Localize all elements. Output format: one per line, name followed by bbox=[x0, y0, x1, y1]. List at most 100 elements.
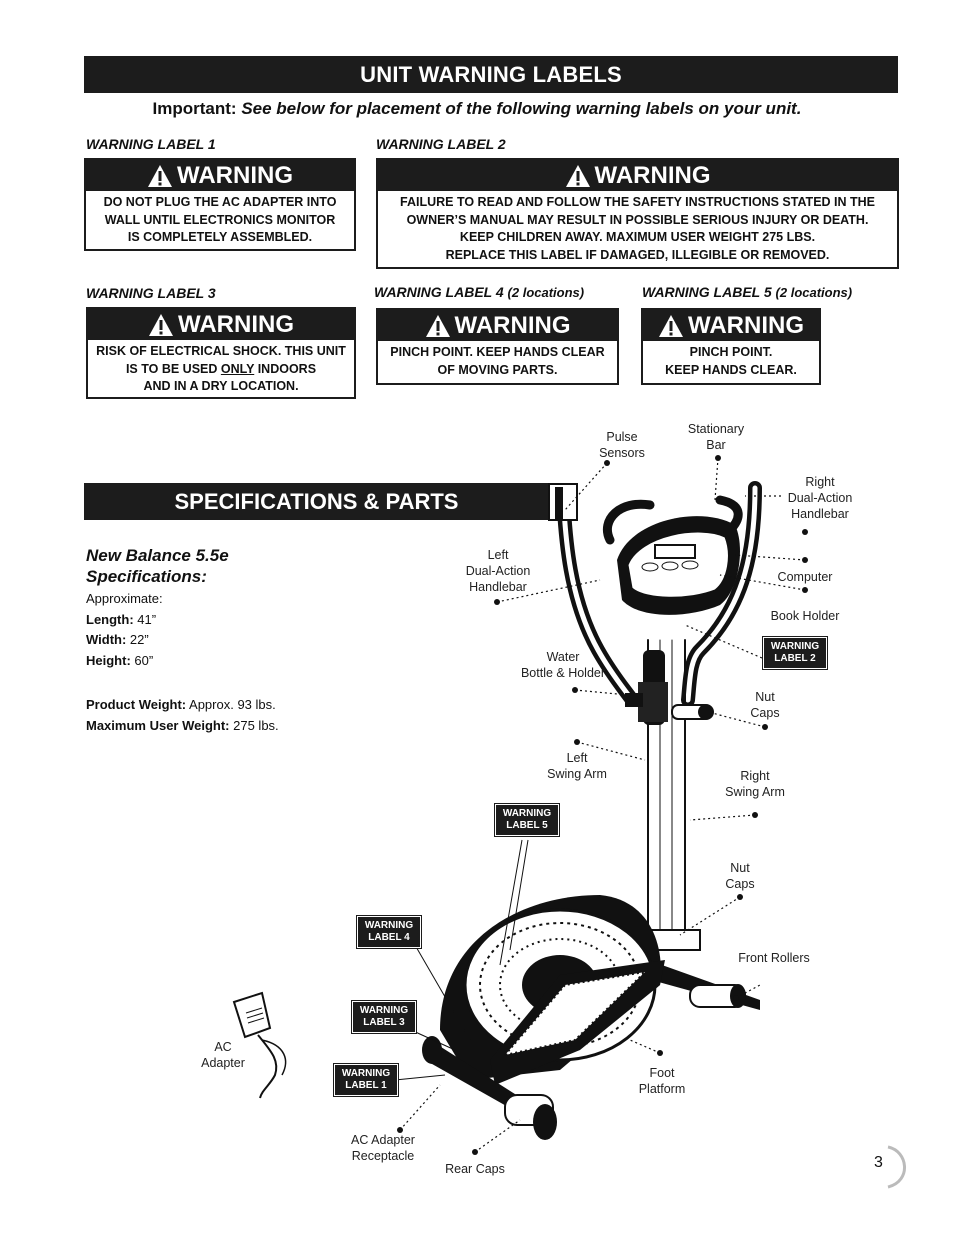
unit-warning-labels-header: UNIT WARNING LABELS bbox=[84, 56, 898, 93]
callout-line: Dual-Action bbox=[787, 491, 853, 505]
warning-text: DO NOT PLUG THE AC ADAPTER INTO WALL UNT… bbox=[86, 191, 354, 247]
tag-line: LABEL 5 bbox=[506, 820, 548, 831]
page-corner-arc bbox=[887, 1145, 906, 1189]
callout-line: Nut bbox=[755, 690, 775, 704]
warning-label-5: WARNING PINCH POINT. KEEP HANDS CLEAR. bbox=[641, 308, 821, 385]
warning-word: WARNING bbox=[454, 311, 571, 339]
callout-line: Receptacle bbox=[351, 1149, 415, 1163]
warning-line: KEEP CHILDREN AWAY. MAXIMUM USER WEIGHT … bbox=[459, 230, 816, 244]
spec-value: Approx. 93 lbs. bbox=[186, 697, 276, 712]
callout-line: Bar bbox=[706, 438, 726, 452]
warning-line: PINCH POINT. bbox=[689, 345, 773, 359]
spec-value: 22” bbox=[126, 632, 149, 647]
tag-line: WARNING bbox=[341, 1068, 391, 1079]
warning-label-4-title: WARNING LABEL 4 (2 locations) bbox=[374, 284, 584, 300]
warning-triangle-icon bbox=[659, 314, 683, 337]
callout-line: Handlebar bbox=[791, 507, 849, 521]
warning-label-5-title: WARNING LABEL 5 (2 locations) bbox=[642, 284, 852, 300]
warning-word: WARNING bbox=[688, 311, 804, 339]
callout-front-rollers: Front Rollers bbox=[729, 950, 819, 966]
warning-label-2: WARNING FAILURE TO READ AND FOLLOW THE S… bbox=[376, 158, 899, 269]
callout-line: Front Rollers bbox=[738, 951, 810, 965]
callout-line: Adapter bbox=[201, 1056, 245, 1070]
page-number: 3 bbox=[874, 1154, 883, 1171]
callout-line: AC Adapter bbox=[351, 1133, 415, 1147]
callout-computer: Computer bbox=[765, 569, 845, 585]
warning-line: KEEP HANDS CLEAR. bbox=[665, 362, 797, 377]
warning-text: FAILURE TO READ AND FOLLOW THE SAFETY IN… bbox=[378, 191, 897, 264]
warning-label-1-title: WARNING LABEL 1 bbox=[86, 136, 216, 152]
spec-length: Length: 41” bbox=[86, 610, 386, 631]
section-title: SPECIFICATIONS & PARTS bbox=[174, 489, 459, 514]
callout-line: Rear Caps bbox=[445, 1162, 505, 1176]
warning-header: WARNING bbox=[88, 309, 354, 340]
warning-text: RISK OF ELECTRICAL SHOCK. THIS UNIT IS T… bbox=[88, 340, 354, 396]
important-label: Important: bbox=[152, 99, 237, 118]
locations-note: (2 locations) bbox=[775, 285, 853, 300]
callout-ac-adapter: AC Adapter bbox=[193, 1039, 253, 1071]
callout-line: Platform bbox=[638, 1082, 686, 1096]
warning-line: IS TO BE USED ONLY INDOORS bbox=[88, 361, 354, 379]
callout-book-holder: Book Holder bbox=[760, 608, 850, 624]
title-text: WARNING LABEL 5 bbox=[642, 284, 772, 300]
warning-label-4: WARNING PINCH POINT. KEEP HANDS CLEAR OF… bbox=[376, 308, 619, 385]
model-subtitle: Specifications: bbox=[86, 567, 207, 586]
warning-line: WALL UNTIL ELECTRONICS MONITOR bbox=[104, 212, 336, 227]
water-bottle bbox=[638, 650, 668, 725]
spec-product-weight: Product Weight: Approx. 93 lbs. bbox=[86, 695, 386, 716]
callout-line: Foot bbox=[649, 1066, 675, 1080]
warning-line: PINCH POINT. KEEP HANDS CLEAR bbox=[390, 345, 605, 359]
spec-width: Width: 22” bbox=[86, 630, 386, 651]
warning-line: DO NOT PLUG THE AC ADAPTER INTO bbox=[103, 195, 337, 209]
spec-value: 41” bbox=[133, 611, 157, 627]
warning-header: WARNING bbox=[86, 160, 354, 191]
warning-triangle-icon bbox=[425, 314, 450, 337]
warning-label-2-title: WARNING LABEL 2 bbox=[376, 136, 506, 152]
approx-label: Approximate: bbox=[86, 591, 163, 606]
tag-line: WARNING bbox=[770, 641, 820, 652]
callout-line: AC bbox=[214, 1040, 232, 1054]
title-text: WARNING LABEL 4 bbox=[374, 284, 504, 300]
callout-line: Right bbox=[805, 475, 835, 489]
callout-line: Swing Arm bbox=[725, 785, 785, 799]
callout-line: Water bbox=[546, 650, 580, 664]
tag-line: LABEL 1 bbox=[345, 1080, 387, 1091]
warning-word: WARNING bbox=[594, 161, 711, 189]
spec-label: Length: bbox=[86, 611, 134, 627]
warning-line: REPLACE THIS LABEL IF DAMAGED, ILLEGIBLE… bbox=[445, 247, 830, 262]
callout-line: Right bbox=[740, 769, 770, 783]
title-text: WARNING LABEL 1 bbox=[86, 136, 216, 152]
warning-header: WARNING bbox=[378, 160, 897, 191]
warning-text: PINCH POINT. KEEP HANDS CLEAR. bbox=[643, 341, 819, 379]
important-text: See below for placement of the following… bbox=[241, 99, 802, 118]
warning-header: WARNING bbox=[378, 310, 617, 341]
warning-header: WARNING bbox=[643, 310, 819, 341]
spec-label: Product Weight: bbox=[86, 697, 187, 712]
callout-line: Left bbox=[487, 548, 509, 562]
important-note: Important: See below for placement of th… bbox=[0, 99, 954, 119]
callout-line: Left bbox=[566, 751, 588, 765]
spec-label: Maximum User Weight: bbox=[86, 717, 230, 733]
spec-value: 275 lbs. bbox=[229, 717, 279, 733]
warning-triangle-icon bbox=[565, 164, 590, 187]
callout-line: Caps bbox=[750, 706, 780, 720]
callout-rear-caps: Rear Caps bbox=[435, 1161, 515, 1177]
spec-max-user-weight: Maximum User Weight: 275 lbs. bbox=[86, 716, 386, 737]
callout-line: Swing Arm bbox=[547, 767, 607, 781]
callout-line: Nut bbox=[730, 861, 750, 875]
callout-line: Handlebar bbox=[469, 580, 527, 594]
spec-label: Height: bbox=[86, 652, 131, 668]
callout-line: Dual-Action bbox=[465, 564, 531, 578]
callout-line: Pulse bbox=[606, 430, 638, 444]
callout-line: Computer bbox=[777, 570, 833, 584]
